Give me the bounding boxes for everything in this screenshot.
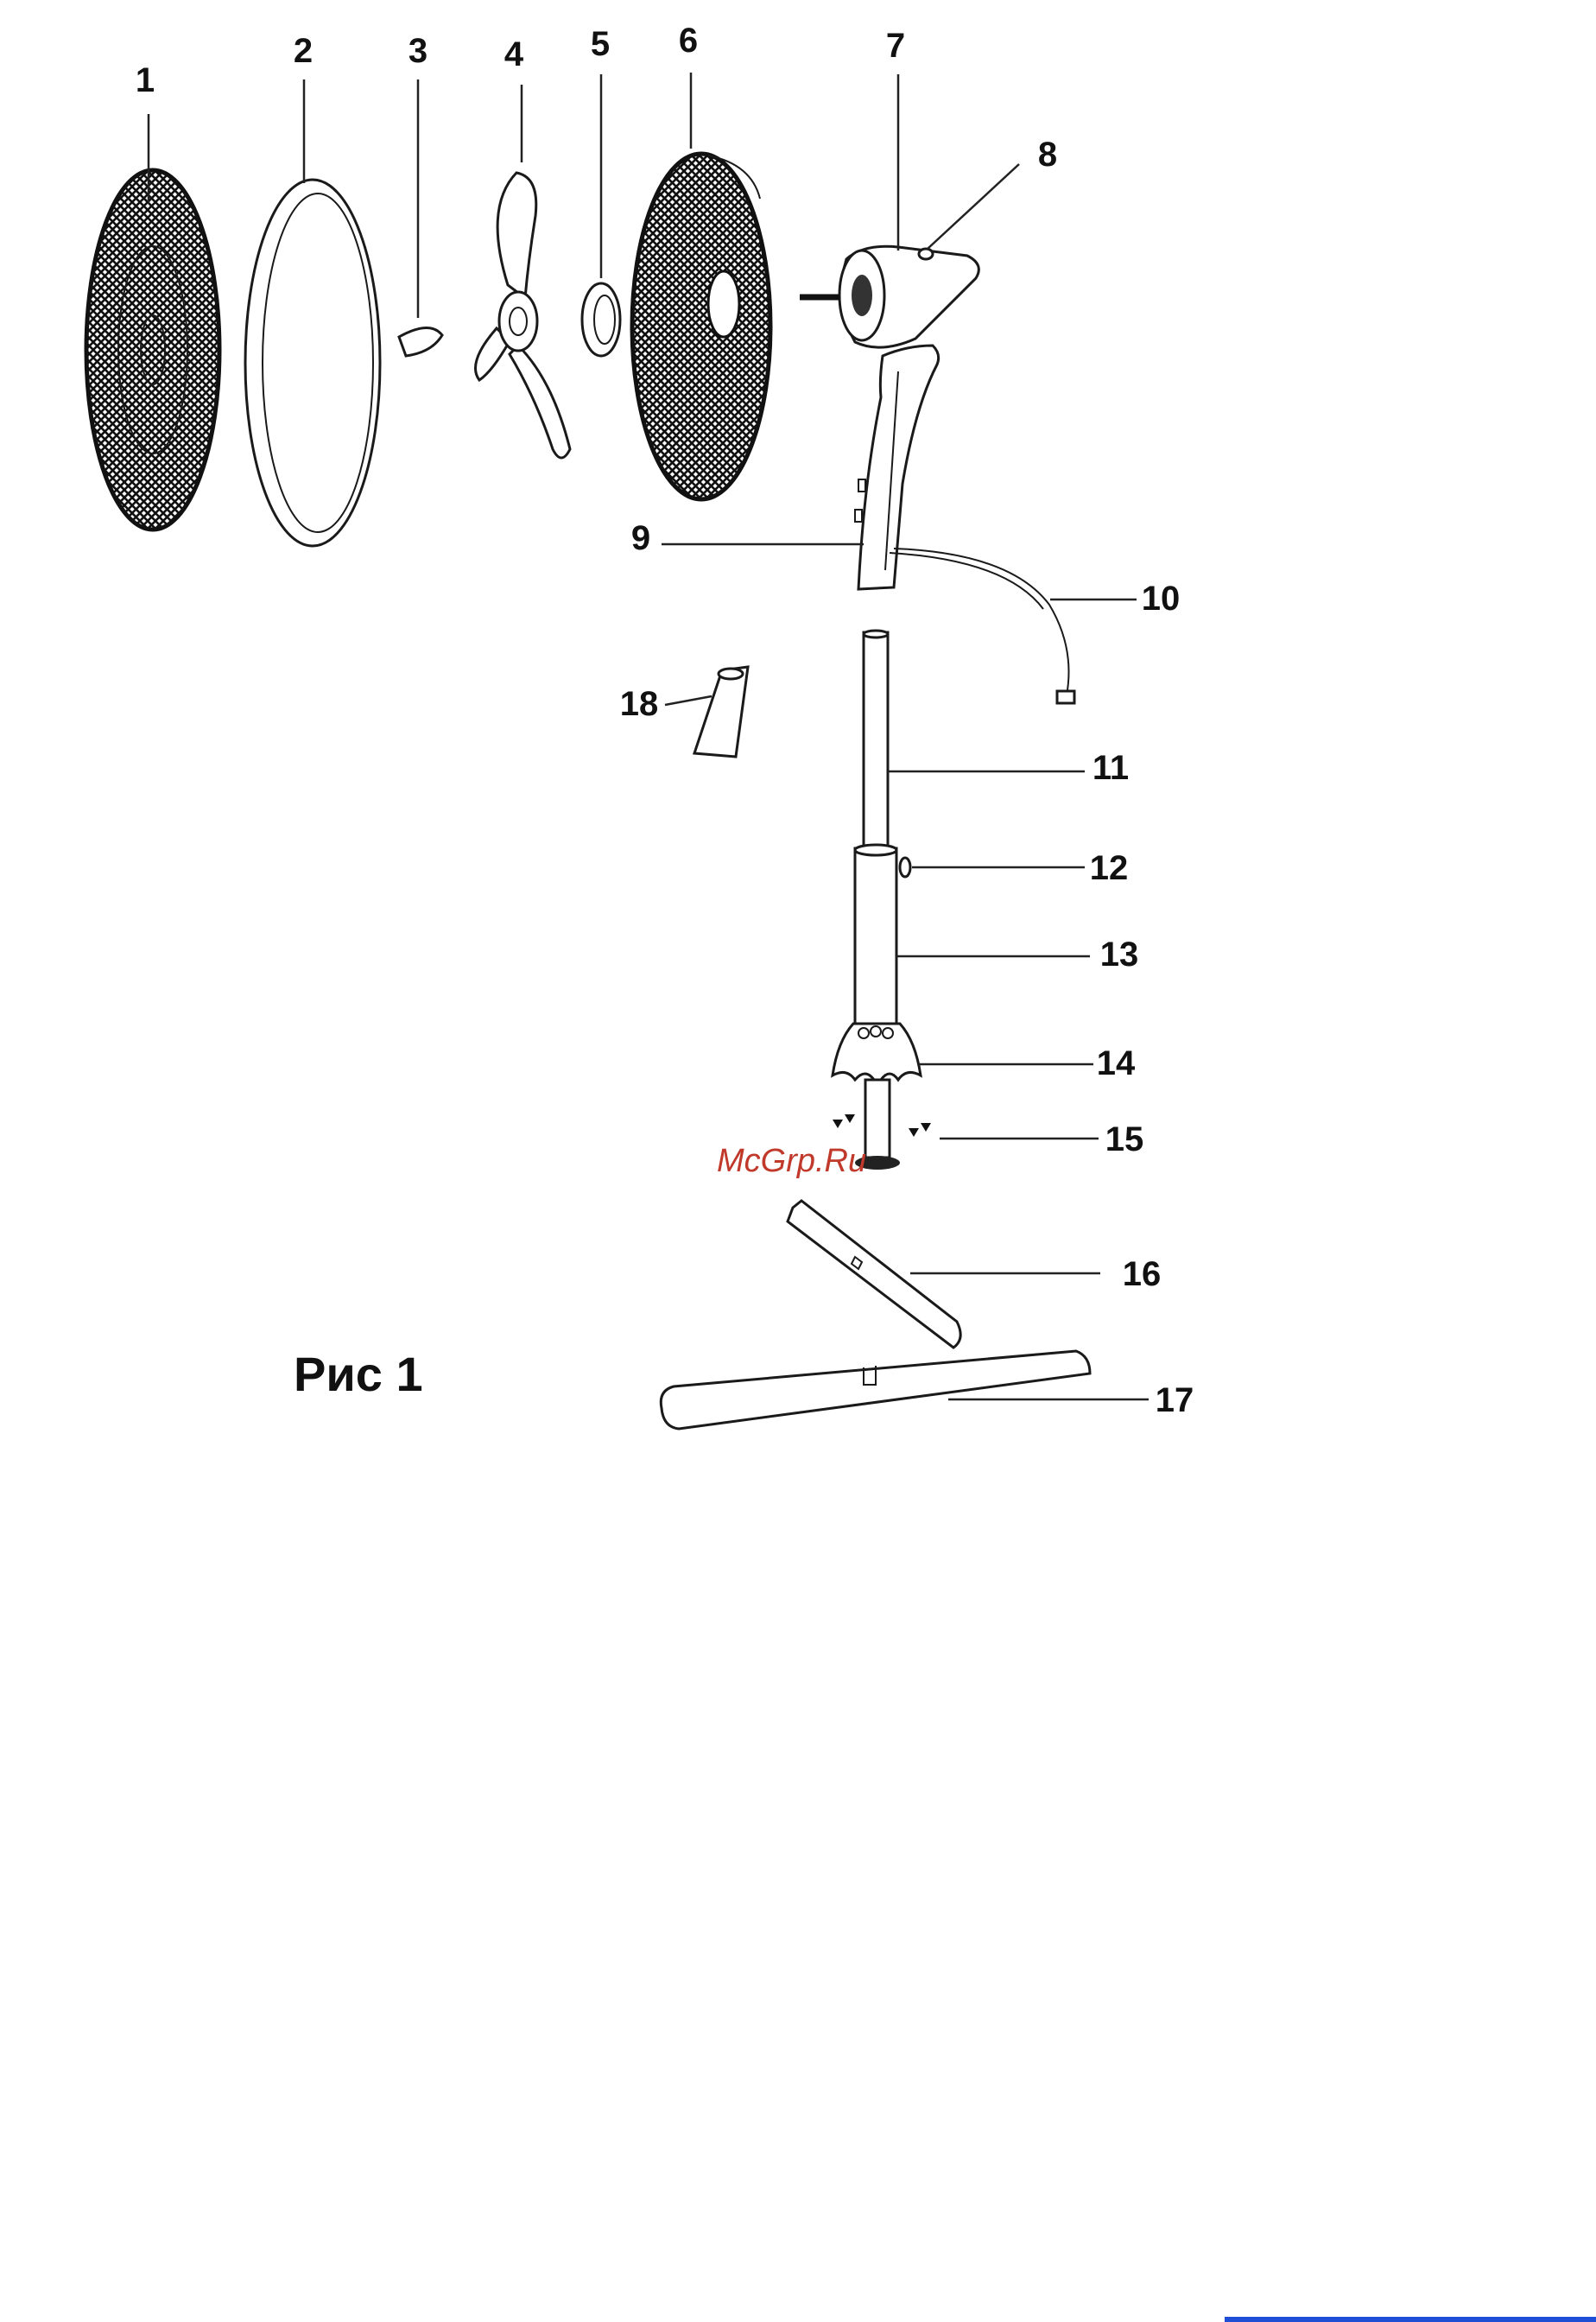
watermark: McGrp.Ru [717,1143,866,1179]
spinner-cap-icon [399,327,442,356]
part-number: 4 [504,35,524,73]
outer-tube-icon [855,845,896,1025]
part-number: 13 [1100,936,1139,974]
oscillation-knob-icon [919,249,933,259]
part-number: 17 [1156,1381,1194,1419]
remote-control-icon [694,667,748,757]
part-number: 12 [1090,849,1129,887]
fan-blade-icon [476,173,571,458]
part-number: 7 [886,27,905,65]
motor-housing-icon [800,246,978,347]
part-number: 3 [408,32,428,70]
part-number: 10 [1142,580,1181,618]
footer-bar [1225,2317,1596,2322]
part-number: 6 [679,22,698,60]
part-number: 9 [631,519,650,557]
part-number: 1 [136,61,155,99]
figure-caption: Рис 1 [294,1347,423,1401]
rear-grille-icon [632,154,770,499]
part-number: 5 [591,25,610,63]
part-number: 15 [1105,1120,1144,1158]
height-lock-icon [900,858,910,877]
part-number: 14 [1097,1044,1136,1082]
front-grille-icon [86,170,219,530]
part-number: 18 [620,685,659,723]
part-number: 2 [294,32,313,70]
part-number: 11 [1092,749,1129,787]
part-number: 8 [1038,136,1057,174]
grille-ring-icon [245,180,380,546]
part-number: 16 [1123,1255,1162,1293]
inner-tube-icon [864,631,888,848]
cross-base-long-icon [661,1351,1090,1429]
blade-nut-icon [582,283,620,356]
power-cord-icon [890,549,1074,703]
